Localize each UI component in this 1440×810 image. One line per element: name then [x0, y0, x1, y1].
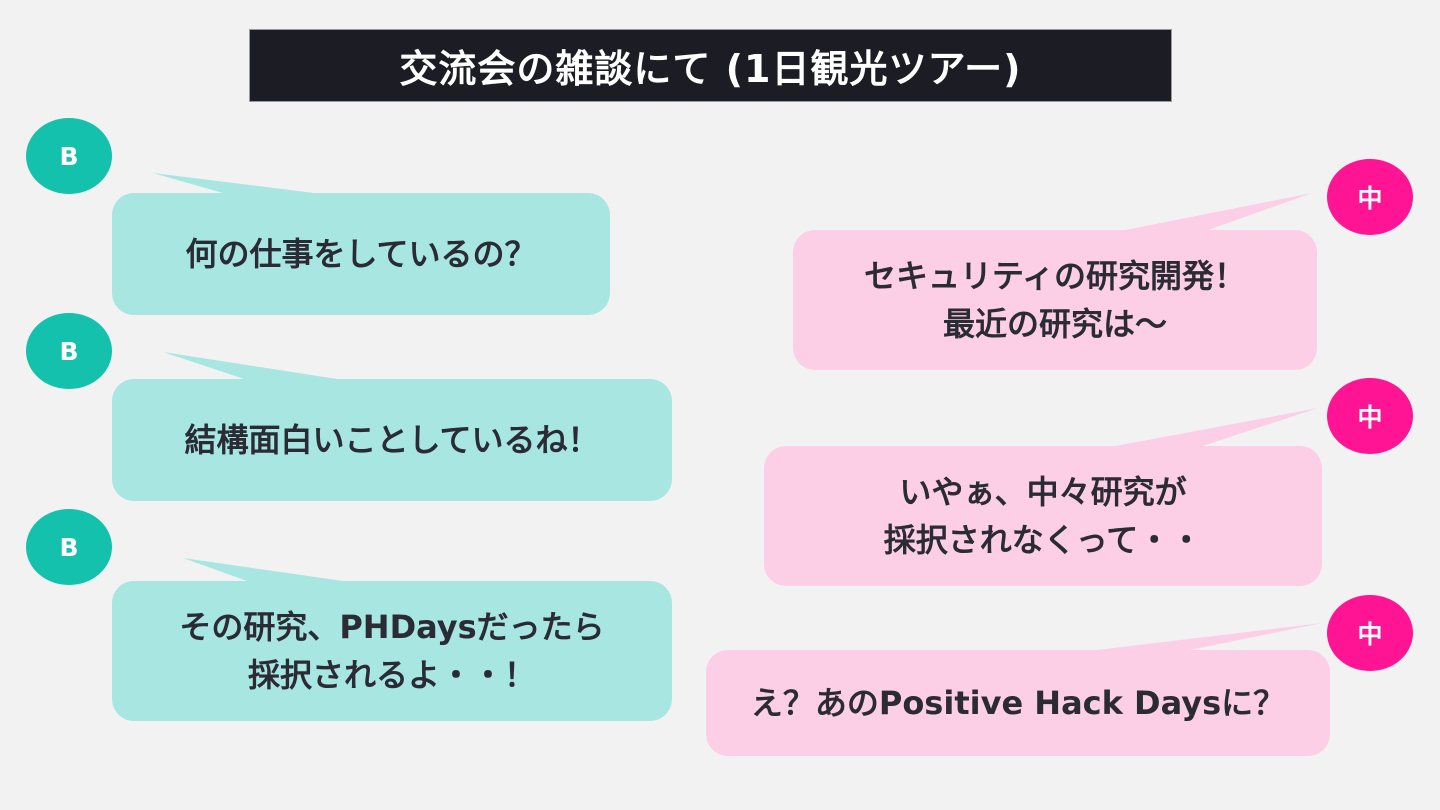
bubble-line: 何の仕事をしているの？ — [185, 235, 537, 273]
speech-bubble-b-1: 何の仕事をしているの？ — [112, 193, 610, 315]
speech-bubble-b-3: その研究、PHDaysだったら 採択されるよ・・！ — [112, 581, 672, 721]
avatar-naka: 中 — [1327, 595, 1413, 671]
bubble-line: 採択されるよ・・！ — [247, 656, 536, 694]
avatar-b: B — [26, 118, 112, 194]
bubble-line: え？あのPositive Hack Daysに？ — [750, 684, 1286, 722]
bubble-tail-b-3 — [183, 558, 350, 582]
bubble-tail-b-1 — [153, 173, 330, 195]
avatar-b: B — [26, 509, 112, 585]
bubble-line: 最近の研究は〜 — [942, 305, 1167, 343]
speech-bubble-naka-3: え？あのPositive Hack Daysに？ — [706, 650, 1330, 756]
speech-bubble-naka-2: いやぁ、中々研究が 採択されなくって・・ — [764, 446, 1322, 586]
speech-bubble-naka-1: セキュリティの研究開発！ 最近の研究は〜 — [793, 230, 1317, 370]
bubble-line: その研究、PHDaysだったら — [179, 608, 605, 646]
bubble-line: セキュリティの研究開発！ — [863, 257, 1247, 295]
bubble-line: 結構面白いことしているね！ — [184, 421, 600, 459]
avatar-naka: 中 — [1327, 159, 1413, 235]
bubble-tail-naka-1 — [1110, 193, 1312, 233]
bubble-line: いやぁ、中々研究が — [899, 473, 1187, 511]
bubble-line: 採択されなくって・・ — [883, 521, 1203, 559]
bubble-tail-naka-3 — [1080, 623, 1322, 652]
speech-bubble-b-2: 結構面白いことしているね！ — [112, 379, 672, 501]
bubble-tail-naka-2 — [1110, 408, 1318, 447]
page-title: 交流会の雑談にて (1日観光ツアー) — [249, 29, 1172, 102]
bubble-tail-b-2 — [163, 352, 350, 381]
avatar-naka: 中 — [1327, 378, 1413, 454]
avatar-b: B — [26, 313, 112, 389]
